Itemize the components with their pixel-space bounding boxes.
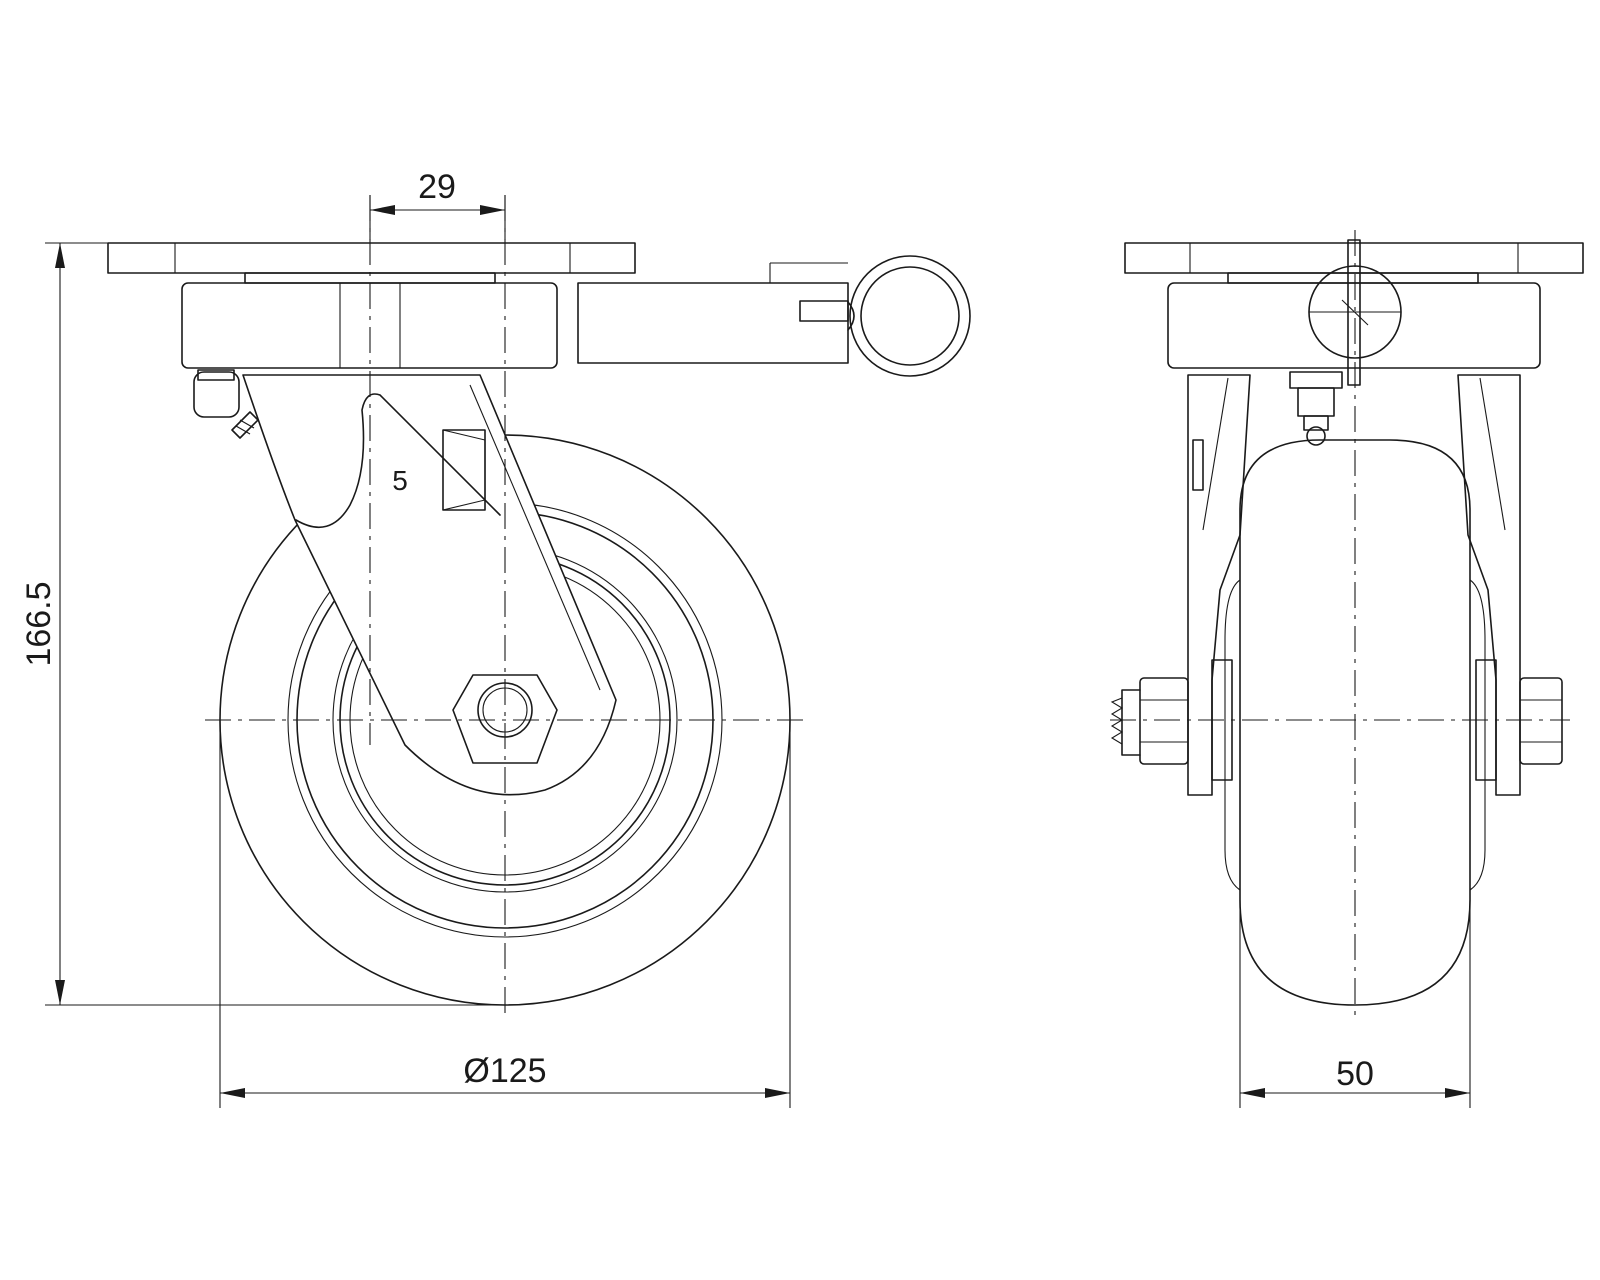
- dimension-wheel-diameter: Ø125: [219, 720, 791, 1108]
- offset-value: 29: [418, 168, 456, 206]
- top-plate-side: [107, 242, 636, 284]
- dimension-height: 166.5: [20, 242, 505, 1006]
- wheel-width-value: 50: [1336, 1055, 1374, 1093]
- front-view: [1110, 230, 1584, 1015]
- side-view: 5: [107, 195, 971, 1020]
- wheel-front: [1224, 439, 1486, 1006]
- height-value: 166.5: [20, 581, 58, 666]
- stop-tab: 5: [392, 429, 486, 511]
- fork-leg-side: [242, 374, 617, 796]
- fork-legs-front: [1187, 374, 1521, 796]
- swivel-housing-front: [1167, 282, 1541, 369]
- top-plate-front: [1124, 242, 1584, 284]
- dimension-wheel-width: 50: [1239, 900, 1471, 1108]
- dimension-offset: 29: [369, 168, 506, 240]
- grease-nipple-front: [1289, 371, 1343, 446]
- wheel-diameter-value: Ø125: [463, 1052, 546, 1090]
- brake-lever-side: [577, 255, 971, 377]
- stop-mark-label: 5: [392, 465, 408, 496]
- brake-pin-front: [1308, 239, 1402, 386]
